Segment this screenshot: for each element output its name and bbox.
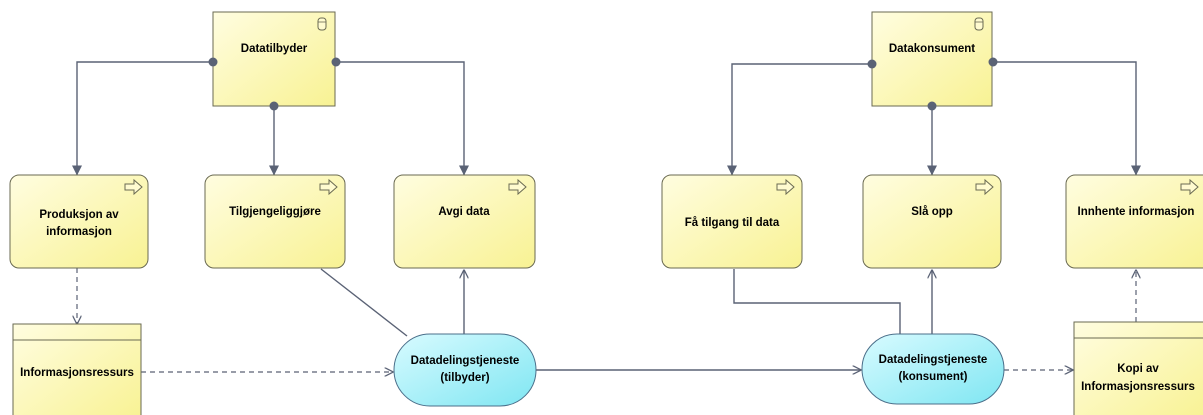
- process-tilgjengeliggjore[interactable]: Tilgjengeliggjøre: [204, 174, 346, 269]
- service-konsument[interactable]: Datadelingstjeneste (konsument): [861, 333, 1005, 405]
- process-fa-tilgang[interactable]: Få tilgang til data: [661, 174, 803, 269]
- connectors: [72, 61, 1141, 372]
- process-label: informasjon: [46, 226, 112, 238]
- connector-origins: [208, 57, 998, 111]
- service-tilbyder[interactable]: Datadelingstjeneste (tilbyder): [393, 333, 537, 407]
- process-label: Slå opp: [911, 206, 953, 218]
- business-actor-icon: [317, 17, 327, 31]
- assignment-datakonsument-innhente: [993, 61, 1141, 176]
- realization-tilgjengeliggjore-tjeneste: [320, 268, 408, 337]
- process-innhente[interactable]: Innhente informasjon: [1065, 174, 1203, 269]
- service-label: Datadelingstjeneste: [879, 354, 988, 366]
- process-arrow-icon: [776, 178, 795, 196]
- object-informasjonsressurs[interactable]: Informasjonsressurs: [12, 323, 142, 415]
- object-label: Informasjonsressurs: [20, 367, 134, 379]
- actor-datatilbyder[interactable]: Datatilbyder: [212, 11, 336, 107]
- process-label: Produksjon av: [39, 209, 119, 221]
- service-label: (tilbyder): [440, 372, 489, 384]
- process-sla-opp[interactable]: Slå opp: [862, 174, 1002, 269]
- object-label: Informasjonsressurs: [1081, 381, 1195, 393]
- process-avgi[interactable]: Avgi data: [393, 174, 536, 269]
- assignment-datatilbyder-avgi: [336, 61, 469, 176]
- assignment-datakonsument-fa-tilgang: [727, 63, 872, 176]
- business-actor-icon: [974, 17, 984, 31]
- object-label: Kopi av: [1117, 363, 1159, 375]
- realization-fa-tilgang-tjeneste: [733, 269, 901, 334]
- service-label: Datadelingstjeneste: [411, 355, 520, 367]
- process-label: Innhente informasjon: [1078, 206, 1195, 218]
- process-arrow-icon: [1180, 178, 1199, 196]
- process-label: Avgi data: [438, 206, 490, 218]
- object-kopi[interactable]: Kopi av Informasjonsressurs: [1073, 321, 1203, 415]
- process-arrow-icon: [124, 178, 143, 196]
- process-arrow-icon: [975, 178, 994, 196]
- process-arrow-icon: [319, 178, 338, 196]
- process-label: Tilgjengeliggjøre: [229, 206, 321, 218]
- service-label: (konsument): [899, 371, 968, 383]
- process-arrow-icon: [508, 178, 527, 196]
- assignment-datatilbyder-produksjon: [72, 61, 213, 176]
- process-label: Få tilgang til data: [685, 217, 780, 229]
- actor-datakonsument[interactable]: Datakonsument: [871, 11, 993, 107]
- actor-label: Datatilbyder: [241, 43, 308, 55]
- process-produksjon[interactable]: Produksjon av informasjon: [9, 174, 149, 269]
- actor-label: Datakonsument: [889, 43, 975, 55]
